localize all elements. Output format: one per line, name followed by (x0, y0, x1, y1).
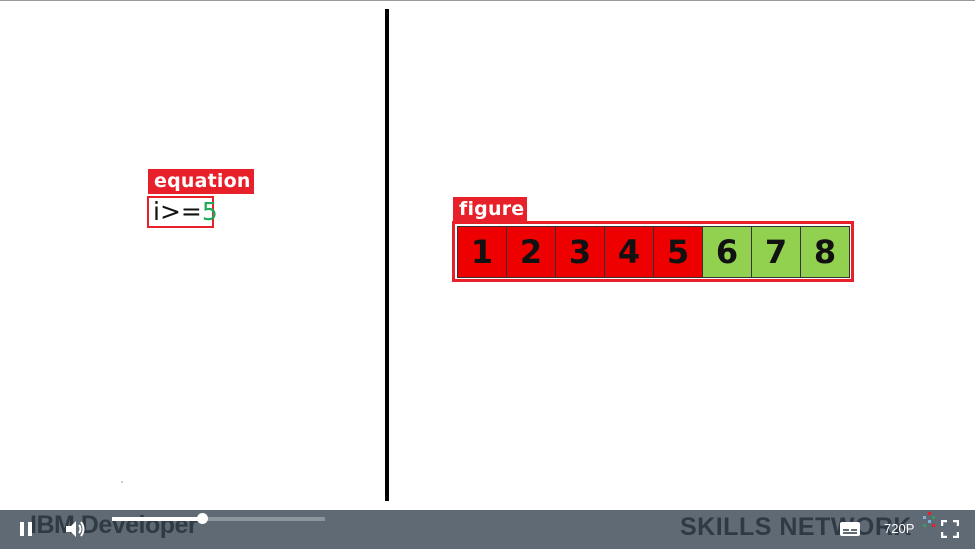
array-cell-3: 3 (556, 227, 605, 277)
pause-icon[interactable] (14, 518, 38, 540)
array-cell-4: 4 (605, 227, 654, 277)
progress-handle[interactable] (196, 513, 208, 524)
array-cell-8: 8 (801, 227, 849, 277)
progress-track[interactable] (112, 513, 672, 524)
equation-rhs: 5 (201, 197, 218, 226)
buffered-bar (112, 517, 325, 521)
volume-icon[interactable] (63, 518, 87, 540)
played-bar (112, 517, 202, 521)
captions-icon[interactable] (838, 518, 862, 540)
equation-box: i>=5 (147, 196, 218, 228)
equation-label: equation (148, 169, 254, 194)
quality-selector[interactable]: 720P (884, 521, 915, 536)
vertical-divider (385, 9, 389, 501)
array-cell-2: 2 (507, 227, 556, 277)
equation-lhs: i>= (153, 197, 202, 226)
video-control-bar: IBM Developer SKILLS NETWORK 720P (0, 510, 975, 549)
array-cell-6: 6 (703, 227, 752, 277)
array-cell-5: 5 (654, 227, 703, 277)
skills-network-watermark: SKILLS NETWORK (680, 513, 912, 541)
skills-network-logo-icon (923, 512, 935, 527)
array-cell-1: 1 (458, 227, 507, 277)
stray-mark (121, 481, 123, 483)
array-cell-7: 7 (752, 227, 801, 277)
ibm-developer-watermark: IBM Developer (30, 511, 198, 539)
fullscreen-icon[interactable] (938, 518, 962, 540)
figure-label: figure (453, 197, 527, 222)
